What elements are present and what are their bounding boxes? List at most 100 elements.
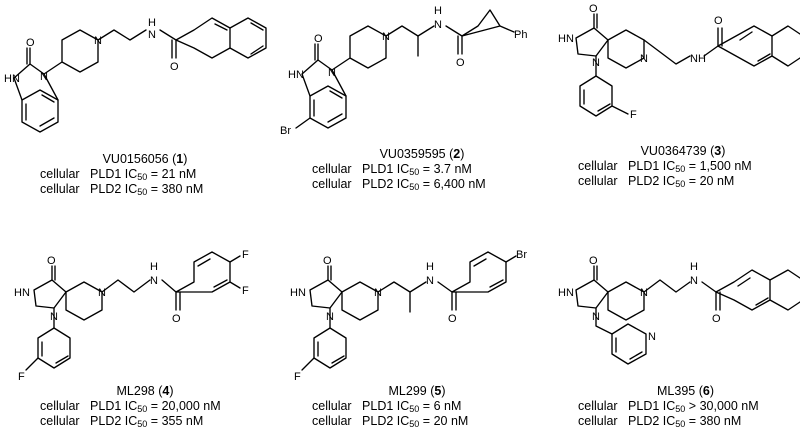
atom-oxygen: O xyxy=(589,3,598,15)
metric-label: IC xyxy=(124,182,138,196)
assay-type: cellular xyxy=(312,399,352,413)
atom-nitrogen: N xyxy=(150,275,158,287)
atom-nitrogen: N xyxy=(374,287,382,299)
relation-sign: = xyxy=(422,414,431,428)
enzyme-name: PLD2 xyxy=(362,177,394,191)
relation-sign: = xyxy=(150,399,159,413)
compound-code: VU0156056 xyxy=(102,152,169,166)
atom-nitrogen: N xyxy=(648,331,656,343)
enzyme-name: PLD2 xyxy=(628,174,660,188)
relation-sign: = xyxy=(688,414,697,428)
ic50-value: 1,500 nM xyxy=(699,159,752,173)
relation-sign: = xyxy=(688,174,697,188)
enzyme-name: PLD1 xyxy=(628,399,660,413)
compound-number: 6 xyxy=(702,384,710,398)
activity-row: cellular PLD1 IC50 = 20,000 nM xyxy=(40,399,250,414)
atom-nitrogen: N xyxy=(592,311,600,323)
compound-name: ML299 (5) xyxy=(388,384,446,398)
activity-row: cellular PLD1 IC50 = 1,500 nM xyxy=(578,159,788,174)
ic50-value: 20 nM xyxy=(699,174,735,188)
activity-row: cellular PLD1 IC50 = 21 nM xyxy=(40,167,250,182)
ic50-value: 6 nM xyxy=(433,399,462,413)
metric-label: IC xyxy=(662,159,676,173)
compound-code: ML299 xyxy=(388,384,427,398)
atom-oxygen: O xyxy=(714,15,723,27)
assay-type: cellular xyxy=(312,414,352,428)
compound-number: 1 xyxy=(176,152,184,166)
metric-subscript: 50 xyxy=(137,419,148,429)
atom-nitrogen: N xyxy=(592,57,600,69)
metric-subscript: 50 xyxy=(675,179,686,189)
activity-row: cellular PLD2 IC50 = 20 nM xyxy=(578,174,788,189)
atom-nitrogen: N xyxy=(640,53,648,65)
compound-code: ML298 xyxy=(116,384,155,398)
atom-bromine: Br xyxy=(280,125,291,137)
structure-3: O HN N N NH O F xyxy=(558,3,800,121)
assay-type: cellular xyxy=(578,414,618,428)
assay-type: cellular xyxy=(578,159,618,173)
atom-nh: NH xyxy=(690,53,706,65)
structure-1: O HN N N H N O xyxy=(4,17,267,133)
relation-sign: = xyxy=(422,162,431,176)
ic50-value: 20 nM xyxy=(433,414,469,428)
assay-type: cellular xyxy=(578,399,618,413)
compound-number: 4 xyxy=(162,384,170,398)
metric-label: IC xyxy=(396,414,410,428)
atom-nitrogen: N xyxy=(382,31,390,43)
relation-sign: > xyxy=(688,399,697,413)
atom-nh: H xyxy=(690,261,698,273)
structure-2: O HN N Br N H N O Ph xyxy=(280,5,527,137)
enzyme-name: PLD2 xyxy=(90,414,122,428)
atom-nitrogen: N xyxy=(640,287,648,299)
activity-row: cellular PLD2 IC50 = 355 nM xyxy=(40,414,250,429)
metric-subscript: 50 xyxy=(137,187,148,197)
relation-sign: = xyxy=(422,399,431,413)
atom-oxygen: O xyxy=(589,255,598,267)
relation-sign: = xyxy=(422,177,431,191)
metric-subscript: 50 xyxy=(675,404,686,414)
atom-oxygen: O xyxy=(448,313,457,325)
relation-sign: = xyxy=(688,159,697,173)
atom-nh: H xyxy=(434,5,442,17)
compound-code: ML395 xyxy=(657,384,696,398)
atom-nitrogen: N xyxy=(50,311,58,323)
relation-sign: = xyxy=(150,167,159,181)
metric-subscript: 50 xyxy=(409,404,420,414)
atom-nh: H xyxy=(150,261,158,273)
assay-type: cellular xyxy=(40,182,80,196)
atom-nh: HN xyxy=(4,73,20,85)
atom-fluorine: F xyxy=(294,371,301,383)
metric-subscript: 50 xyxy=(409,419,420,429)
assay-type: cellular xyxy=(40,399,80,413)
enzyme-name: PLD1 xyxy=(362,162,394,176)
compound-name: ML395 (6) xyxy=(657,384,714,398)
activity-row: cellular PLD2 IC50 = 6,400 nM xyxy=(312,177,532,192)
activity-row: cellular PLD2 IC50 = 380 nM xyxy=(40,182,250,197)
metric-label: IC xyxy=(396,177,410,191)
atom-nh: HN xyxy=(14,287,30,299)
activity-row: cellular PLD1 IC50 > 30,000 nM xyxy=(578,399,793,414)
metric-subscript: 50 xyxy=(675,419,686,429)
atom-nitrogen: N xyxy=(434,19,442,31)
metric-label: IC xyxy=(124,399,138,413)
atom-nitrogen: N xyxy=(94,35,102,47)
compound-number: 5 xyxy=(434,384,442,398)
compound-name: VU0359595 (2) xyxy=(379,147,465,161)
compound-name: VU0364739 (3) xyxy=(640,144,726,158)
enzyme-name: PLD1 xyxy=(362,399,394,413)
compound-code: VU0359595 xyxy=(379,147,446,161)
activity-row: cellular PLD2 IC50 = 380 nM xyxy=(578,414,793,429)
atom-nh: H xyxy=(148,17,156,29)
metric-label: IC xyxy=(662,174,676,188)
atom-oxygen: O xyxy=(47,255,56,267)
ic50-value: 380 nM xyxy=(699,414,742,428)
ic50-value: 6,400 nM xyxy=(433,177,486,191)
structure-4: O HN N N H N O F F F xyxy=(14,249,249,383)
activity-row: cellular PLD2 IC50 = 20 nM xyxy=(312,414,522,429)
enzyme-name: PLD2 xyxy=(362,414,394,428)
ic50-value: 355 nM xyxy=(161,414,204,428)
